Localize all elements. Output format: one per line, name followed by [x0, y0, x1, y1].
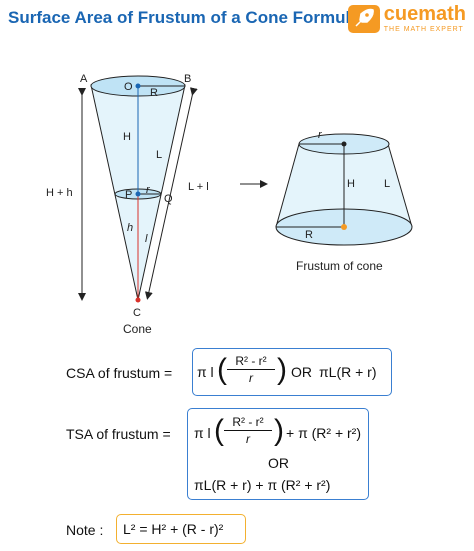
label-r: r: [146, 184, 151, 196]
label-L-plus-l: L + l: [188, 181, 209, 193]
label-P: P: [125, 189, 132, 201]
frustum-top-center: [341, 141, 347, 147]
tsa-left-paren: (: [214, 414, 224, 447]
label-B: B: [184, 73, 191, 85]
note-formula: L² = H² + (R - r)²: [123, 521, 224, 537]
label-Q: Q: [164, 193, 173, 205]
csa-formula-box: π l ( R² - r² r ) OR πL(R + r): [192, 348, 392, 396]
tsa-fraction: R² - r² r: [224, 415, 272, 446]
csa-right-paren: ): [277, 353, 287, 386]
label-R: R: [150, 87, 158, 99]
frustum-label-r: r: [318, 129, 323, 141]
tsa-pi-l: π l: [194, 425, 211, 441]
tsa-plus-term: + π (R² + r²): [286, 425, 361, 441]
label-h: h: [127, 222, 133, 234]
slant-Ll-arrow: [144, 87, 198, 300]
tsa-right-paren: ): [274, 414, 284, 447]
point-P: [135, 191, 141, 197]
tsa-denominator: r: [246, 432, 250, 446]
frustum-label-L: L: [384, 178, 390, 190]
label-A: A: [80, 73, 88, 85]
tsa-alt-formula: πL(R + r) + π (R² + r²): [194, 477, 331, 493]
logo-name: cuemath: [383, 3, 466, 25]
label-L: L: [156, 149, 162, 161]
point-C: [135, 297, 141, 303]
csa-or: OR: [291, 364, 312, 380]
label-H: H: [123, 131, 131, 143]
frustum-caption: Frustum of cone: [296, 259, 383, 273]
cone-figure: A B O R H L P r Q h l C H + h L + l Cone: [46, 73, 209, 336]
label-O: O: [124, 81, 133, 93]
label-H-plus-h: H + h: [46, 187, 73, 199]
frustum-base-center: [341, 224, 347, 230]
page-title: Surface Area of Frustum of a Cone Formul…: [8, 8, 370, 27]
logo-tagline: THE MATH EXPERT: [383, 26, 464, 33]
csa-alt-formula: πL(R + r): [319, 364, 377, 380]
tsa-or: OR: [268, 455, 289, 471]
frustum-label-H: H: [347, 178, 355, 190]
frustum-figure: r H L R Frustum of cone: [275, 129, 413, 273]
tsa-numerator: R² - r²: [232, 415, 264, 429]
csa-numerator: R² - r²: [235, 354, 267, 368]
csa-left-paren: (: [217, 353, 227, 386]
label-l: l: [145, 233, 148, 245]
tsa-label: TSA of frustum =: [66, 426, 171, 442]
point-O: [135, 83, 141, 89]
csa-label: CSA of frustum =: [66, 365, 173, 381]
label-C: C: [133, 307, 141, 319]
csa-denominator: r: [249, 371, 253, 385]
note-formula-box: L² = H² + (R - r)²: [116, 514, 246, 544]
note-label: Note :: [66, 522, 104, 538]
cone-caption: Cone: [123, 322, 152, 336]
frustum-label-R: R: [305, 229, 313, 241]
tsa-formula-box: π l ( R² - r² r ) + π (R² + r²) OR πL(R …: [187, 408, 369, 500]
csa-pi-l: π l: [197, 364, 214, 380]
rocket-icon: [347, 4, 380, 33]
cuemath-logo: cuemath THE MATH EXPERT: [347, 3, 466, 33]
csa-fraction: R² - r² r: [227, 354, 275, 385]
